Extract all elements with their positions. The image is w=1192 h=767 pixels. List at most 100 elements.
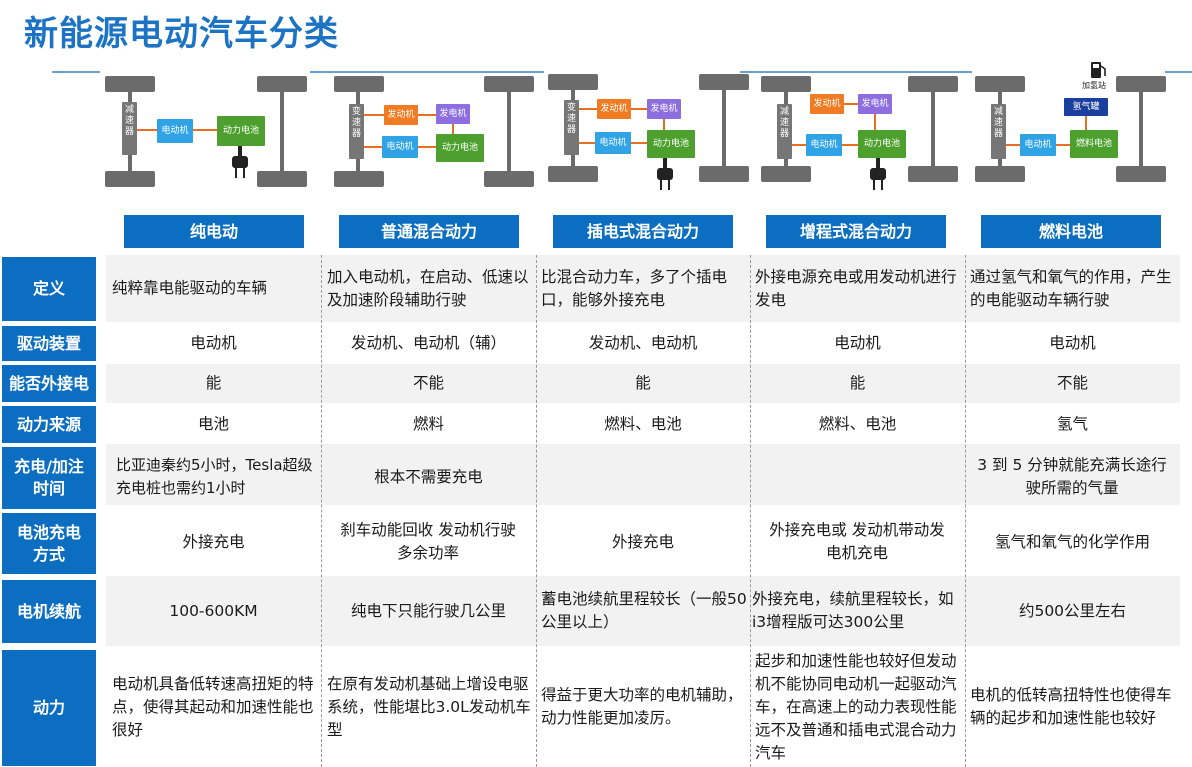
column-header-fuel-cell: 燃料电池 [981,215,1161,248]
wheel [548,74,598,90]
wheel [699,166,749,182]
axle [280,92,284,172]
table-cell: 电动机 [834,334,881,352]
diagram-fuel-cell: 减速器 加氢站 氢气罐 电动机 燃料电池 [972,62,1178,194]
wheel [761,166,811,182]
gearbox: 减速器 [122,102,137,155]
hydrogen-tank-box: 氢气罐 [1064,98,1108,116]
table-cell: 电动机具备低转速高扭矩的特点，使得其起动和加速性能也很好 [112,674,314,739]
engine-box: 发动机 [810,94,844,114]
table-cell: 比亚迪秦约5小时，Tesla超级充电桩也需约1小时 [116,456,313,497]
table-cell: 电机的低转高扭特性也使得车辆的起步和加速性能也较好 [970,686,1172,727]
wheel [105,171,155,187]
column-header-hybrid: 普通混合动力 [339,215,519,248]
engine-box: 发动机 [384,105,418,125]
table-cell: 起步和加速性能也较好但发动机不能协同电动机一起驱动汽车，在高速上的动力表现性能远… [755,651,957,762]
connector [1056,144,1070,146]
station-label: 加氢站 [1082,81,1106,90]
table-cell: 电动机 [190,334,237,352]
connector [631,142,647,144]
table-cell: 纯粹靠电能驱动的车辆 [112,279,268,297]
gearbox: 减速器 [991,104,1006,159]
column-divider [321,255,322,767]
generator-box: 发电机 [436,104,470,124]
wheel [975,166,1025,182]
table-cell: 氢气和氧气的化学作用 [994,532,1150,551]
row-header-label: 电池充电方式 [16,522,81,564]
gearbox: 减速器 [777,104,792,159]
table-cell: 不能 [412,374,444,392]
wheel [334,171,384,187]
gearbox: 变速器 [349,104,364,159]
table-cell: 燃料 [412,415,444,433]
table-cell: 得益于更大功率的电机辅助，动力性能更加凌厉。 [541,686,743,727]
diagram-range-extender: 减速器 发动机 发电机 电动机 动力电池 [758,74,964,194]
wheel [761,76,811,92]
plug-icon [232,146,248,178]
column-header-plugin-hybrid: 插电式混合动力 [553,215,733,248]
row-header-power-source: 动力来源 [2,406,96,443]
connector [364,114,384,116]
table-cell: 不能 [1056,374,1088,392]
divider [1165,71,1192,73]
battery-box: 动力电池 [436,134,484,162]
table-cell: 外接充电 [182,532,245,551]
row-band [106,576,1180,646]
motor-box: 电动机 [595,132,631,154]
axle [1139,92,1143,168]
row-header-charge-time: 充电/加注时间 [2,447,96,509]
row-header-definition: 定义 [2,257,96,321]
wheel [699,74,749,90]
fuel-cell-box: 燃料电池 [1070,130,1118,158]
table-cell: 外接电源充电或用发动机进行发电 [755,267,957,309]
table-cell: 比混合动力车，多了个插电口，能够外接充电 [541,267,728,309]
connector [579,108,597,110]
table-cell: 加入电动机，在启动、低速以及加速阶段辅助行驶 [327,267,529,309]
table-cell: 100-600KM [169,601,258,620]
table-cell: 纯电下只能行驶几公里 [350,601,506,620]
divider [52,71,100,73]
motor-box: 电动机 [382,136,418,158]
wheel [484,76,534,92]
table-cell: 3 到 5 分钟就能充满长途行驶所需的气量 [977,456,1167,497]
table-cell: 约500公里左右 [1018,601,1127,620]
gearbox: 变速器 [564,100,579,155]
row-band [106,444,1180,505]
generator-box: 发电机 [858,94,892,114]
row-band [106,364,1180,403]
connector [418,146,436,148]
page-title: 新能源电动汽车分类 [24,14,339,54]
column-header-pure-electric: 纯电动 [124,215,304,248]
connector [452,124,454,136]
column-divider [965,255,966,767]
table-cell: 电池 [197,415,229,433]
motor-box: 电动机 [806,134,842,156]
table-cell: 氢气 [1056,415,1088,433]
connector [1085,116,1087,130]
table-cell: 能 [849,374,866,392]
divider [740,71,972,73]
wheel [1116,166,1166,182]
table-cell: 在原有发动机基础上增设电驱系统，性能堪比3.0L发动机车型 [327,674,531,739]
row-header-charge-method: 电池充电方式 [2,513,96,574]
wheel [334,76,384,92]
wheel [105,76,155,92]
axle [722,90,726,168]
wheel [975,76,1025,92]
diagram-plugin-hybrid: 变速器 发动机 发电机 电动机 动力电池 [545,74,751,194]
table-cell: 燃料、电池 [604,415,682,433]
connector [579,142,597,144]
table-cell: 外接充电 [611,532,674,551]
row-header-label: 充电/加注时间 [14,457,84,498]
table-cell: 外接充电，续航里程较长，如i3增程版可达300公里 [752,590,954,631]
table-cell: 电动机 [1049,334,1096,352]
battery-box: 动力电池 [858,130,906,158]
table-cell: 能 [635,374,651,392]
plug-icon [870,158,886,190]
row-header-external-charge: 能否外接电 [2,365,96,402]
axle [507,92,511,172]
motor-box: 电动机 [1020,134,1056,156]
table-cell: 根本不需要充电 [374,467,483,486]
table-cell: 通过氢气和氧气的作用，产生的电能驱动车辆行驶 [970,267,1172,309]
battery-box: 动力电池 [217,116,265,146]
